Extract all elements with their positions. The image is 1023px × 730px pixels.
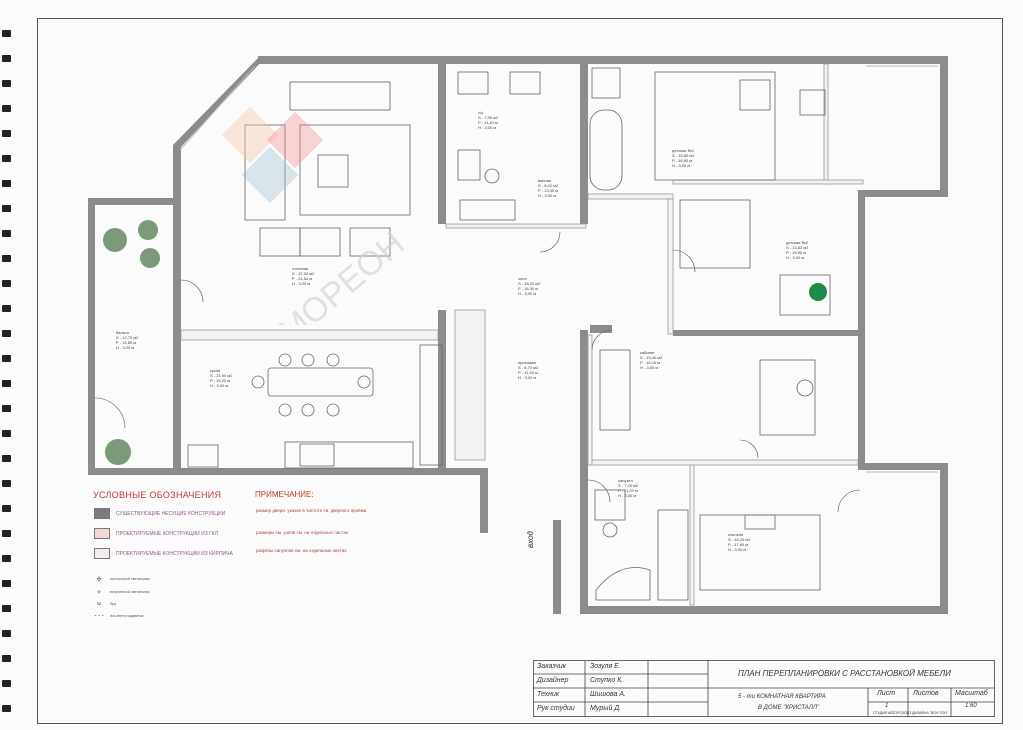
legend-item: СУЩЕСТВУЮЩИЕ НЕСУЩИЕ КОНСТРУКЦИИ <box>94 508 246 519</box>
load-bearing-walls <box>88 56 948 614</box>
sconce-icon: ⍦ <box>97 601 101 607</box>
ceiling-fan-icon: ✣ <box>96 577 102 583</box>
sheet-number: 1 <box>885 703 889 709</box>
designer-label: Дизайнер <box>537 677 569 684</box>
door-swings <box>94 231 861 513</box>
title-block: Заказчик Зозуля Е. Дизайнер Ступко К. Те… <box>533 660 995 717</box>
legend-title: УСЛОВНЫЕ ОБОЗНАЧЕНИЯ <box>93 490 222 500</box>
technician-label: Техник <box>537 691 560 698</box>
scale-label: Масштаб <box>955 690 988 697</box>
note-item: размер дверн. указан в чистоте св. дверн… <box>256 508 367 513</box>
drawing-title: ПЛАН ПЕРЕПЛАНИРОВКИ С РАССТАНОВКОЙ МЕБЕЛ… <box>738 669 951 678</box>
legend-symbol: ✣ потолочный светильник <box>94 576 149 583</box>
scale-value: 1:60 <box>965 703 977 709</box>
designer-value: Ступко К. <box>590 677 624 684</box>
note-item: разрезы санузлов см. на отдельных листах <box>256 548 347 553</box>
technician-value: Шишова А. <box>590 691 626 698</box>
studio-name: СТУДИЯ АВТОРСКОГО ДИЗАЙНА "ВОН ТОН" <box>873 711 948 715</box>
legend-symbol: ✧ встроенный светильник <box>94 589 149 596</box>
head-label: Рук студии <box>537 705 575 712</box>
legend-item: ПРОЕКТИРУЕМЫЕ КОНСТРУКЦИИ ИЗ ГКЛ <box>94 528 246 539</box>
binder-holes <box>2 0 12 730</box>
led-strip-icon: - - - <box>94 613 104 619</box>
legend-item: ПРОЕКТИРУЕМЫЕ КОНСТРУКЦИИ ИЗ КИРПИЧА <box>94 548 246 559</box>
windows <box>179 65 938 473</box>
legend-swatch <box>94 528 110 539</box>
chair-accent <box>809 283 827 301</box>
notes-title: ПРИМЕЧАНИЕ: <box>255 490 314 499</box>
partition-walls <box>180 63 864 606</box>
legend-symbol: - - - led-лента подсветка <box>94 613 144 619</box>
entrance-label: вход <box>526 531 535 548</box>
furniture <box>187 67 831 601</box>
note-item: размеры см. узлов см. на отдельных листа… <box>256 530 349 535</box>
legend-swatch <box>94 508 110 519</box>
customer-label: Заказчик <box>537 663 566 670</box>
sheet-label: Лист <box>877 690 896 697</box>
drawing-frame <box>37 18 1003 724</box>
project-line-1: 5 - ти КОМНАТНАЯ КВАРТИРА <box>738 694 826 700</box>
legend-swatch <box>94 548 110 559</box>
plants <box>103 220 160 465</box>
project-line-2: В ДОМЕ "КРИСТАЛЛ" <box>758 705 820 711</box>
legend-symbol: ⍦ бра <box>94 601 116 607</box>
sheets-label: Листов <box>913 690 939 697</box>
wall-lamp-icon: ✧ <box>96 590 102 596</box>
head-value: Мурый Д. <box>590 705 622 712</box>
customer-value: Зозуля Е. <box>590 663 621 670</box>
